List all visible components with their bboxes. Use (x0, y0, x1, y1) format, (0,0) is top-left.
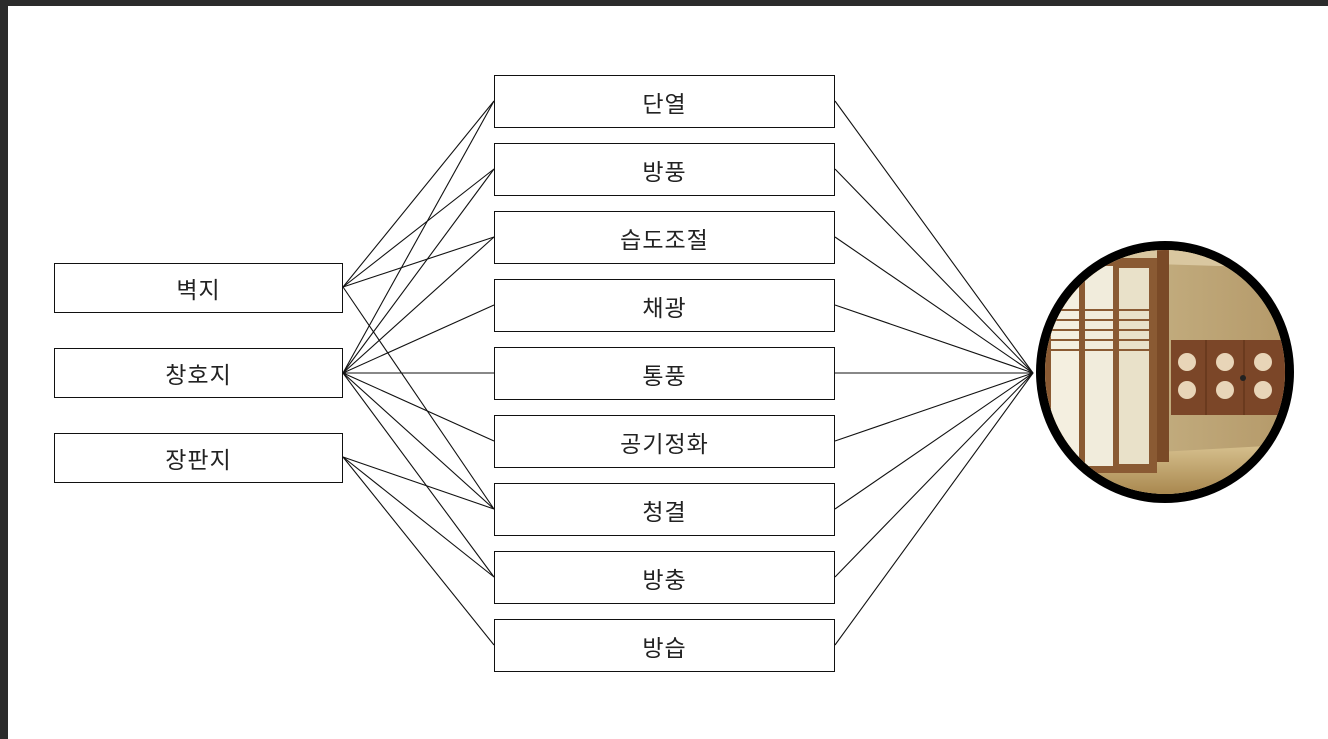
function-to-photo-line (834, 100, 1034, 374)
function-label: 방충 (642, 567, 687, 594)
connector-line (342, 100, 495, 288)
function-box: 공기정화 (494, 415, 835, 468)
function-to-photo-line (834, 372, 1034, 646)
connector-line (342, 372, 495, 578)
connector-line (342, 304, 495, 374)
source-box-floor-paper: 장판지 (54, 433, 343, 483)
function-to-photo-line (834, 304, 1034, 374)
connector-line (342, 236, 495, 288)
room-illustration (1045, 250, 1285, 494)
source-box-window-paper: 창호지 (54, 348, 343, 398)
function-to-photo-line (834, 372, 1034, 510)
source-label: 창호지 (165, 363, 232, 389)
connector-line (342, 456, 495, 510)
function-box: 채광 (494, 279, 835, 332)
function-label: 청결 (642, 499, 687, 526)
source-box-wallpaper: 벽지 (54, 263, 343, 313)
connector-line (342, 372, 495, 510)
connector-line (342, 456, 495, 646)
function-box: 단열 (494, 75, 835, 128)
connector-line (342, 236, 495, 374)
connector-line (342, 100, 495, 374)
function-label: 공기정화 (620, 431, 709, 458)
function-label: 방풍 (642, 159, 687, 186)
function-to-photo-line (834, 236, 1034, 374)
function-label: 방습 (642, 635, 687, 662)
source-label: 장판지 (165, 448, 232, 474)
connector-line (342, 372, 495, 442)
function-box: 습도조절 (494, 211, 835, 264)
connector-line (342, 168, 495, 374)
function-box: 방풍 (494, 143, 835, 196)
function-box: 방습 (494, 619, 835, 672)
connector-line (342, 168, 495, 288)
function-label: 채광 (642, 295, 687, 322)
function-label: 단열 (642, 91, 687, 118)
function-to-photo-line (834, 372, 1034, 578)
source-label: 벽지 (176, 278, 221, 304)
function-box: 청결 (494, 483, 835, 536)
connector-line (342, 286, 495, 510)
connector-line (342, 456, 495, 578)
function-box: 방충 (494, 551, 835, 604)
function-to-photo-line (834, 168, 1034, 374)
function-to-photo-line (834, 372, 1034, 442)
function-label: 통풍 (642, 363, 687, 390)
function-label: 습도조절 (620, 227, 709, 254)
room-photo (1036, 241, 1294, 503)
function-box: 통풍 (494, 347, 835, 400)
